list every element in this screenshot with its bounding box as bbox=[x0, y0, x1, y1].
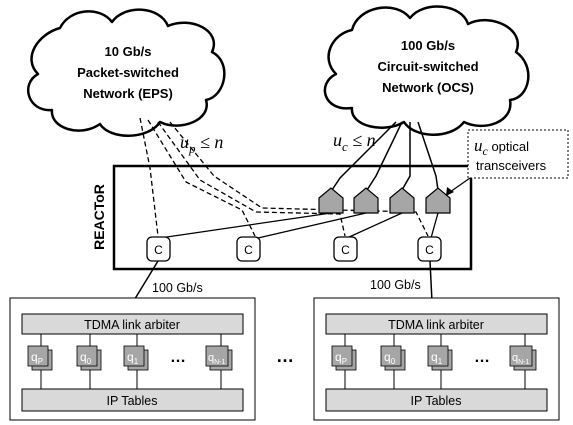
host-2-queue-n-1: qN-1 bbox=[509, 345, 537, 371]
host-2-arbiter bbox=[325, 313, 548, 335]
ocs-link-2 bbox=[366, 121, 403, 191]
eps-link-4 bbox=[169, 121, 429, 237]
left-host-link bbox=[132, 260, 159, 303]
transceiver-2 bbox=[353, 187, 379, 214]
reactor-box bbox=[112, 164, 473, 271]
svg-text:q0: q0 bbox=[80, 350, 92, 366]
callout-arrow-head bbox=[446, 187, 454, 196]
trx-to-c2 bbox=[257, 212, 367, 239]
eps-type-label: Packet-switched bbox=[77, 65, 179, 80]
trx-to-c3 bbox=[346, 212, 403, 239]
transceiver-callout-line1: uc optical bbox=[474, 136, 529, 158]
host-2-queue-ellipsis: … bbox=[474, 349, 490, 366]
svg-text:q1: q1 bbox=[127, 350, 139, 366]
host-1-queue-n-1: qN-1 bbox=[205, 345, 233, 371]
transceiver-1 bbox=[318, 187, 344, 214]
transceiver-4 bbox=[425, 187, 451, 214]
ocs-link-1 bbox=[331, 121, 397, 191]
svg-text:qP: qP bbox=[31, 350, 43, 366]
transceiver-3 bbox=[389, 187, 415, 214]
host-1-iptables bbox=[21, 388, 244, 412]
eps-link-3 bbox=[157, 121, 346, 237]
svg-text:qN-1: qN-1 bbox=[208, 352, 226, 366]
svg-text:qP: qP bbox=[335, 350, 347, 366]
eps-link-2 bbox=[147, 119, 256, 237]
host-2-iptables bbox=[325, 388, 548, 412]
host-1-iptables-label: IP Tables bbox=[107, 394, 158, 408]
transceiver-callout-line2: transceivers bbox=[476, 158, 547, 173]
transceiver-callout-box bbox=[467, 129, 569, 179]
right-link-speed: 100 Gb/s bbox=[370, 278, 421, 292]
host-1-queue-0: q0 bbox=[76, 345, 102, 371]
trx-to-c1 bbox=[159, 212, 332, 239]
host-1-queue-ellipsis: … bbox=[170, 349, 186, 366]
svg-text:q1: q1 bbox=[431, 350, 443, 366]
transceivers bbox=[318, 187, 451, 214]
ocs-cloud: 100 Gb/s Circuit-switched Network (OCS) bbox=[323, 5, 530, 136]
eps-constraint-label: up ≤ n bbox=[180, 132, 223, 156]
svg-text:qN-1: qN-1 bbox=[512, 352, 530, 366]
eps-name-label: Network (EPS) bbox=[83, 86, 173, 101]
circuit-node-1-label: C bbox=[154, 243, 163, 257]
host-1-arbiter bbox=[21, 313, 244, 335]
transceiver-circuit-links bbox=[159, 212, 439, 239]
right-host-link bbox=[429, 260, 433, 303]
ocs-speed-label: 100 Gb/s bbox=[401, 38, 455, 53]
circuit-node-1 bbox=[146, 236, 171, 262]
host-1-queue-1: q1 bbox=[123, 345, 149, 371]
ocs-constraint-label: uc ≤ n bbox=[333, 130, 376, 154]
ocs-type-label: Circuit-switched bbox=[377, 59, 478, 74]
hosts-ellipsis: … bbox=[276, 346, 294, 366]
circuit-node-2-label: C bbox=[244, 243, 253, 257]
eps-links bbox=[139, 117, 429, 237]
svg-text:q0: q0 bbox=[384, 350, 396, 366]
host-2-queue-p: qP bbox=[331, 345, 357, 371]
circuit-nodes: C C C C bbox=[146, 236, 442, 262]
host-1-arbiter-label: TDMA link arbiter bbox=[84, 318, 180, 332]
circuit-node-3 bbox=[333, 236, 358, 262]
reactor-label: REACToR bbox=[91, 184, 107, 250]
trx-to-c4 bbox=[430, 212, 439, 239]
host-2-queue-0: q0 bbox=[380, 345, 406, 371]
ocs-link-4 bbox=[417, 121, 439, 191]
host-1-queue-p: qP bbox=[27, 345, 53, 371]
left-link-speed: 100 Gb/s bbox=[152, 281, 203, 295]
host-1: TDMA link arbiter IP Tables qP q0 q1 … bbox=[9, 297, 256, 421]
eps-cloud: 10 Gb/s Packet-switched Network (EPS) bbox=[27, 8, 226, 137]
circuit-node-3-label: C bbox=[341, 243, 350, 257]
ocs-name-label: Network (OCS) bbox=[382, 80, 474, 95]
circuit-node-4 bbox=[417, 236, 442, 262]
host-2-iptables-label: IP Tables bbox=[411, 394, 462, 408]
eps-speed-label: 10 Gb/s bbox=[105, 44, 152, 59]
host-2-arbiter-label: TDMA link arbiter bbox=[388, 318, 484, 332]
ocs-link-3 bbox=[401, 122, 411, 191]
circuit-node-4-label: C bbox=[425, 243, 434, 257]
circuit-node-2 bbox=[236, 236, 261, 262]
ocs-links bbox=[331, 121, 439, 191]
callout-arrow-line bbox=[449, 177, 471, 193]
host-2-queue-1: q1 bbox=[427, 345, 453, 371]
host-2: TDMA link arbiter IP Tables qP q0 q1 … bbox=[313, 297, 560, 421]
eps-link-1 bbox=[139, 117, 159, 237]
